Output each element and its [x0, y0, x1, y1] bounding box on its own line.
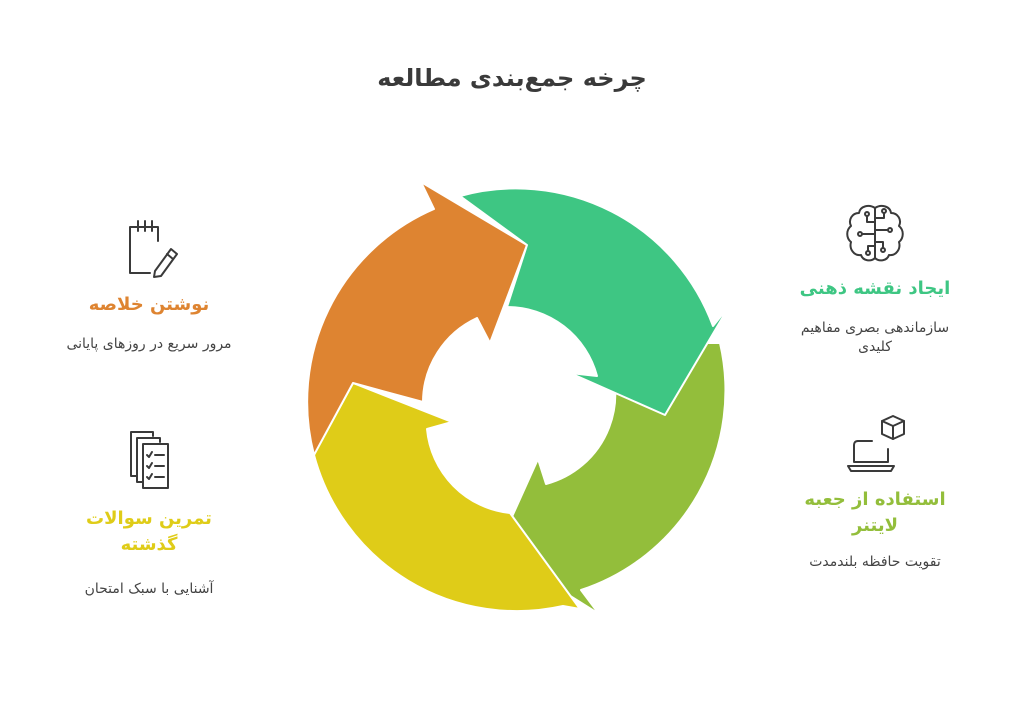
box-laptop-icon [847, 415, 905, 472]
step-description: مرور سریع در روزهای پایانی [66, 336, 232, 352]
arrow-segment-orange [306, 181, 528, 456]
step-description: سازماندهی بصری مفاهیم کلیدی [800, 320, 950, 355]
step-description: تقویت حافظه بلندمدت [809, 554, 941, 570]
step-heading: استفاده از جعبه لایتنر [804, 489, 946, 536]
step-mind-map: ایجاد نقشه ذهنی سازماندهی بصری مفاهیم کل… [790, 200, 960, 357]
step-leitner-box: استفاده از جعبه لایتنر تقویت حافظه بلندم… [790, 413, 960, 572]
step-heading: نوشتن خلاصه [88, 294, 210, 315]
step-description: آشنایی با سبک امتحان [84, 581, 214, 597]
arrow-segment-yellow [294, 382, 581, 613]
brain-circuit-icon [846, 204, 904, 262]
step-heading: تمرین سوالات گذشته [86, 508, 212, 555]
notepad-pencil-icon [129, 220, 178, 278]
step-heading: ایجاد نقشه ذهنی [799, 278, 951, 299]
step-past-questions: تمرین سوالات گذشته آشنایی با سبک امتحان [64, 428, 234, 599]
step-summary: نوشتن خلاصه مرور سریع در روزهای پایانی [64, 215, 234, 354]
arrow-segment-green [459, 187, 731, 416]
stacked-checklists-icon [130, 431, 169, 489]
diagram-title: چرخه جمع‌بندی مطالعه [377, 64, 647, 92]
